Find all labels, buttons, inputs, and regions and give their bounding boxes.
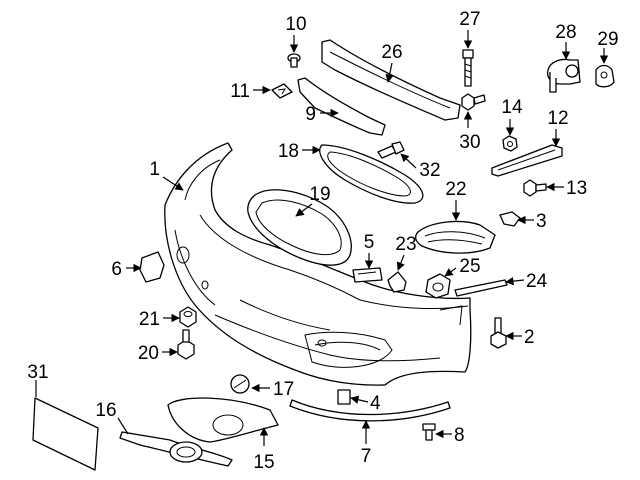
part-27-bolt [462,49,474,87]
callout-20: 20 [138,343,159,364]
part-13-screw [523,179,547,197]
callout-6: 6 [111,259,122,280]
leader-lines [35,30,609,446]
part-25-mount [425,273,451,299]
leader-1 [162,176,184,191]
leader-26 [385,62,394,83]
callout-5: 5 [364,232,375,253]
callout-1: 1 [149,159,160,180]
callout-19: 19 [309,184,330,205]
callout-23: 23 [395,234,416,255]
part-20-bolt [177,329,195,360]
part-4-clip [337,389,351,405]
callout-12: 12 [547,108,568,129]
callout-30: 30 [459,132,480,153]
leader-19 [295,203,313,217]
callout-21: 21 [139,309,160,330]
callout-24: 24 [526,271,548,292]
part-11-clip [271,83,293,99]
part-24-strip [454,279,508,297]
callout-31: 31 [27,362,48,383]
callout-7: 7 [361,446,372,467]
leader-25 [444,267,457,277]
part-7-molding [289,399,451,422]
callout-2: 2 [524,327,535,348]
callout-10: 10 [285,14,306,35]
callout-4: 4 [370,393,381,414]
callout-25: 25 [459,256,480,277]
callout-8: 8 [454,425,465,446]
leader-4 [350,395,369,404]
leader-32 [400,153,417,169]
leader-16 [117,417,129,435]
part-28-bracket [546,58,581,93]
part-23-clip [387,271,407,293]
part-12-side-bracket [491,144,563,177]
leader-24 [505,276,525,286]
part-17-emblem [230,374,250,394]
callout-14: 14 [501,97,523,118]
part-15-grille-surround [167,397,279,443]
callout-17: 17 [273,379,294,400]
callout-13: 13 [566,178,587,199]
callout-16: 16 [95,400,116,421]
callout-28: 28 [555,22,576,43]
part-31-license-plate [32,397,99,471]
part-29-clip [595,64,615,88]
callout-32: 32 [419,160,440,181]
part-2-bolt [490,317,507,349]
callout-18: 18 [278,141,299,162]
callout-labels: 1 2 3 4 5 6 7 8 9 10 11 12 13 14 15 16 1… [27,9,618,473]
part-19-grille-trim [247,189,352,266]
callout-22: 22 [445,179,466,200]
callout-9: 9 [305,104,316,125]
callout-11: 11 [230,81,250,102]
part-16-fog-grille [119,431,233,467]
callout-26: 26 [381,42,402,63]
part-30-bolt [461,93,486,111]
callout-15: 15 [253,452,274,473]
part-8-clip [422,423,436,441]
part-3-bracket [499,211,521,227]
part-9-reinforcement [297,77,386,136]
part-22-lower-grille [415,220,496,254]
part-14-nut [502,135,518,152]
part-21-nut [179,306,197,328]
part-10-push-pin [287,53,301,68]
callout-29: 29 [597,29,618,50]
part-32-screw [377,141,405,159]
part-5-bracket [352,267,383,283]
callout-27: 27 [459,9,480,30]
part-18-grille-insert [319,144,424,204]
part-6-marker-bracket [139,251,165,283]
leader-23 [396,254,405,271]
callout-3: 3 [536,211,547,232]
